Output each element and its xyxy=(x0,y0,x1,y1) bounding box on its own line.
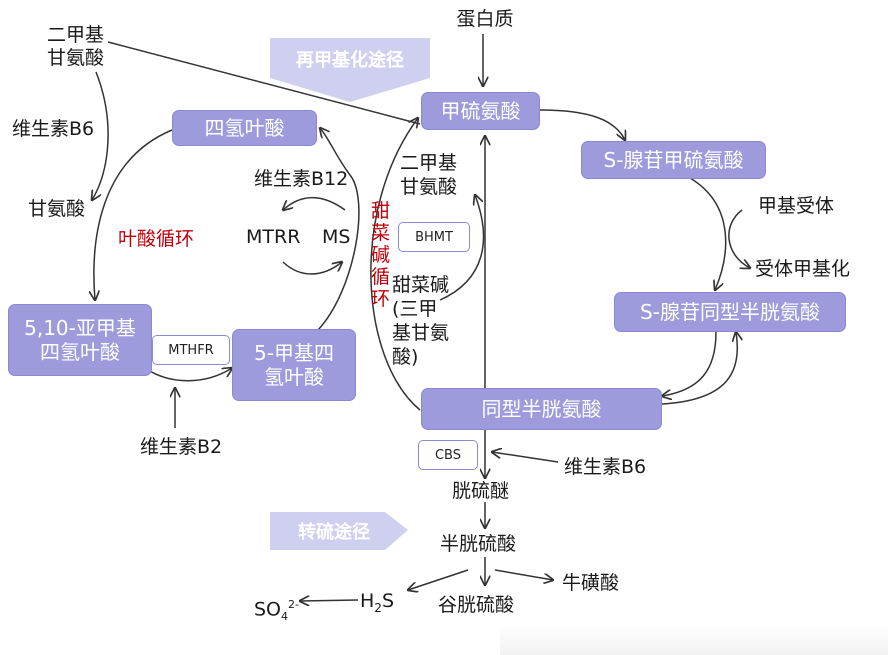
node-sam: S-腺苷甲硫氨酸 xyxy=(581,141,766,179)
arrow-methylene-to-methylthf xyxy=(144,368,232,382)
node-methylene-thf-label: 5,10-亚甲基四氢叶酸 xyxy=(24,316,136,364)
arrow-dmg-to-glycine xyxy=(92,71,109,200)
bottom-fade xyxy=(500,625,888,655)
arrow-cysteine-to-taurine xyxy=(494,569,553,580)
label-ms: MS xyxy=(322,226,351,248)
arrow-homocysteine-to-sah xyxy=(661,332,737,405)
enzyme-cbs-label: CBS xyxy=(434,447,462,463)
label-taurine: 牛磺酸 xyxy=(562,572,620,594)
label-vitamin-b2: 维生素B2 xyxy=(140,436,223,458)
label-vitamin-b6-left: 维生素B6 xyxy=(12,118,95,140)
node-sah-label: S-腺苷同型半胱氨酸 xyxy=(640,300,820,324)
arrow-folate-remethylation xyxy=(370,118,421,411)
transsulfuration-banner-label: 转硫途径 xyxy=(298,522,370,543)
enzyme-cbs: CBS xyxy=(418,440,478,470)
arrow-cysteine-to-h2s xyxy=(408,569,469,590)
arrow-ms-to-mtrr xyxy=(283,196,346,210)
remethylation-banner-shape xyxy=(270,38,430,102)
node-homocysteine: 同型半胱氨酸 xyxy=(421,388,662,430)
enzyme-bhmt: BHMT xyxy=(398,222,470,252)
label-vitamin-b6-right: 维生素B6 xyxy=(564,456,647,478)
label-betaine-1: 甜菜碱 xyxy=(392,274,450,296)
label-betaine-4: 酸) xyxy=(392,346,419,368)
so4-superscript: 2- xyxy=(288,598,299,611)
label-glutathione: 谷胱硫酸 xyxy=(438,594,515,616)
label-betaine-2: (三甲 xyxy=(392,298,438,320)
so4-subscript: 4 xyxy=(281,610,289,624)
node-methionine-label: 甲硫氨酸 xyxy=(440,99,521,123)
label-mtrr: MTRR xyxy=(246,226,301,248)
node-sah: S-腺苷同型半胱氨酸 xyxy=(614,292,846,332)
label-dmg-top-1: 二甲基 xyxy=(47,24,105,46)
transsulfuration-banner: 转硫途径 xyxy=(270,512,398,550)
enzyme-mthfr-label: MTHFR xyxy=(168,342,214,358)
arrow-thf-to-methylene xyxy=(94,129,173,300)
node-methylene-thf: 5,10-亚甲基四氢叶酸 xyxy=(8,304,152,376)
node-thf: 四氢叶酸 xyxy=(172,110,317,146)
enzyme-bhmt-label: BHMT xyxy=(415,229,453,245)
label-dmg-top-2: 甘氨酸 xyxy=(47,47,105,69)
line-dimethylglycine-to-methionine xyxy=(107,41,421,125)
label-methyl-acceptor: 甲基受体 xyxy=(758,195,835,217)
h2s-h: H xyxy=(360,590,375,612)
node-homocysteine-label: 同型半胱氨酸 xyxy=(481,397,602,421)
h2s-s: S xyxy=(381,590,394,612)
label-vitamin-b12: 维生素B12 xyxy=(254,168,349,190)
node-methyl-thf-label: 5-甲基四氢叶酸 xyxy=(254,341,334,389)
remethylation-banner: 再甲基化途径 xyxy=(270,38,430,80)
label-cystathionine: 胱硫醚 xyxy=(452,480,510,502)
label-folate-cycle: 叶酸循环 xyxy=(118,228,195,250)
arrow-h2s-to-so4 xyxy=(300,600,359,601)
label-glycine: 甘氨酸 xyxy=(28,198,86,220)
enzyme-mthfr: MTHFR xyxy=(152,335,230,365)
label-acceptor-methylation: 受体甲基化 xyxy=(755,258,851,280)
node-sam-label: S-腺苷甲硫氨酸 xyxy=(603,148,744,172)
label-betaine-cycle: 甜菜碱循环 xyxy=(371,200,391,310)
remethylation-banner-label: 再甲基化途径 xyxy=(296,50,404,71)
arrow-methionine-to-sam xyxy=(539,109,625,140)
label-dmg-mid-1: 二甲基 xyxy=(400,152,458,174)
node-thf-label: 四氢叶酸 xyxy=(204,116,285,140)
arrow-sam-to-sah xyxy=(689,177,727,290)
label-protein: 蛋白质 xyxy=(456,8,514,30)
label-betaine-3: 基甘氨 xyxy=(392,322,450,344)
node-methyl-thf: 5-甲基四氢叶酸 xyxy=(232,329,356,401)
arrow-betaine-to-dmg xyxy=(439,195,485,301)
label-so4: SO42- xyxy=(254,593,299,628)
label-cysteine: 半胱硫酸 xyxy=(440,533,517,555)
label-h2s: H2S xyxy=(360,590,394,620)
arrow-mtrr-to-ms xyxy=(282,262,342,275)
arrow-methylthf-to-thf xyxy=(317,128,360,331)
h2s-subscript: 2 xyxy=(374,600,382,615)
arrow-b6-to-cbs xyxy=(492,452,559,463)
so4-base: SO xyxy=(254,598,282,621)
arrow-acceptor xyxy=(728,209,750,268)
node-methionine: 甲硫氨酸 xyxy=(421,92,540,130)
label-dmg-mid-2: 甘氨酸 xyxy=(400,176,458,198)
transsulfuration-banner-shape xyxy=(270,512,408,550)
arrow-sah-to-homocysteine xyxy=(662,331,717,396)
